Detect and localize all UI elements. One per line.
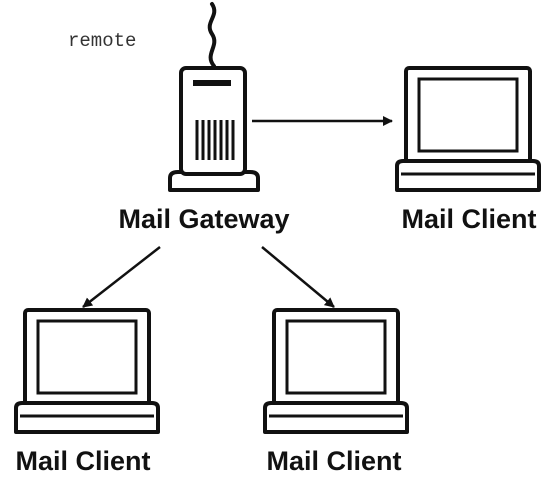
laptop-icon <box>395 66 541 192</box>
laptop-icon <box>14 308 160 434</box>
mail-client-label: Mail Client <box>266 446 401 476</box>
mail-client-label: Mail Client <box>401 204 536 234</box>
mail-gateway-server-icon <box>168 66 260 192</box>
remote-cable-icon <box>207 2 217 68</box>
laptop-icon <box>263 308 409 434</box>
mail-gateway-label: Mail Gateway <box>118 204 289 234</box>
mail-client-label: Mail Client <box>15 446 150 476</box>
arrow-to-left-client <box>82 246 161 308</box>
arrow-to-middle-client <box>261 246 335 308</box>
remote-label: remote <box>68 30 136 52</box>
